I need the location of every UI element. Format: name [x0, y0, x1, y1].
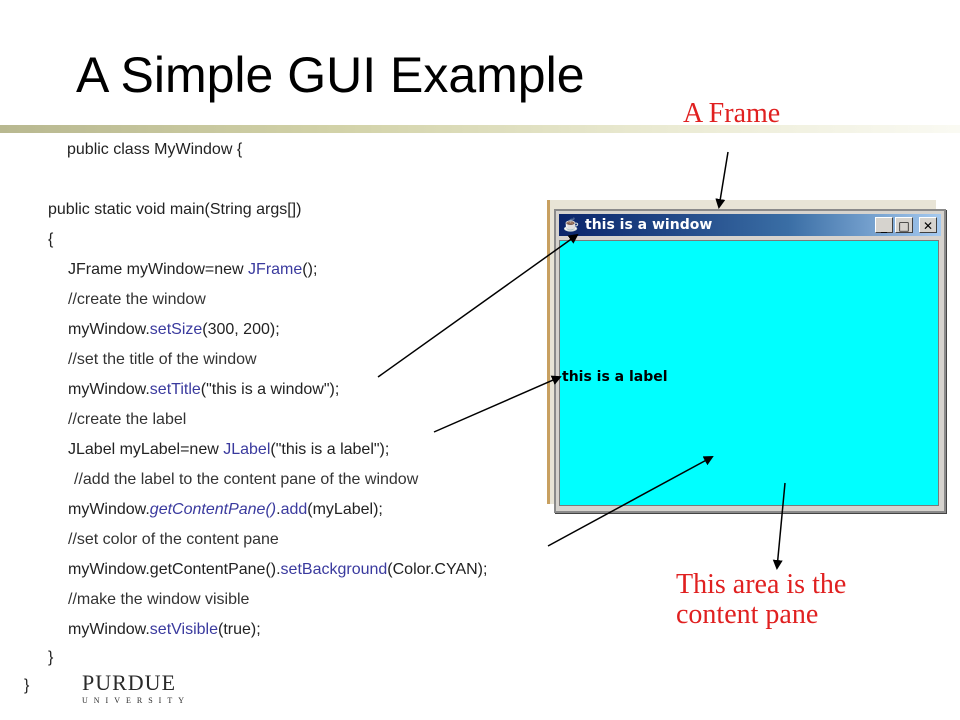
close-button[interactable]: ✕ — [919, 217, 937, 233]
logo-name: PURDUE — [82, 670, 177, 695]
code-line: myWindow.setSize(300, 200); — [68, 321, 280, 338]
code-line: { — [48, 231, 54, 248]
content-pane: this is a label — [559, 240, 939, 506]
code-line: } — [24, 677, 30, 694]
code-line: JLabel myLabel=new JLabel("this is a lab… — [68, 441, 390, 458]
java-window-screenshot: ☕ this is a window _ □ ✕ this is a label — [554, 209, 946, 513]
code-line: myWindow.setTitle("this is a window"); — [68, 381, 340, 398]
code-comment: //set color of the content pane — [68, 531, 279, 548]
logo-sub: UNIVERSITY — [82, 696, 190, 705]
maximize-button[interactable]: □ — [895, 217, 913, 233]
code-comment: //create the window — [68, 291, 206, 308]
minimize-button[interactable]: _ — [875, 217, 893, 233]
content-pane-annotation-line1: This area is the — [676, 569, 847, 600]
jlabel-text: this is a label — [562, 369, 668, 385]
purdue-logo: PURDUE UNIVERSITY — [82, 672, 190, 706]
code-line: JFrame myWindow=new JFrame(); — [68, 261, 318, 278]
code-line: } — [48, 649, 54, 666]
content-pane-annotation-line2: content pane — [676, 599, 819, 630]
content-pane-annotation: This area is the content pane — [676, 570, 846, 630]
frame-arrow — [715, 151, 729, 209]
code-comment: //create the label — [68, 411, 187, 428]
code-comment: //set the title of the window — [68, 351, 257, 368]
code-line: myWindow.setVisible(true); — [68, 621, 261, 638]
window-titlebar[interactable]: ☕ this is a window _ □ ✕ — [559, 214, 941, 236]
java-cup-icon: ☕ — [563, 217, 580, 232]
window-title: this is a window — [585, 217, 713, 233]
code-line: myWindow.getContentPane().setBackground(… — [68, 561, 488, 578]
code-line: public static void main(String args[]) — [48, 201, 302, 218]
code-comment: //make the window visible — [68, 591, 250, 608]
label-arrow — [433, 375, 562, 433]
title-divider — [0, 125, 960, 133]
code-comment: //add the label to the content pane of t… — [74, 471, 419, 488]
slide-title: A Simple GUI Example — [76, 47, 585, 103]
code-line: myWindow.getContentPane().add(myLabel); — [68, 501, 383, 518]
code-line: public class MyWindow { — [67, 141, 243, 158]
frame-annotation: A Frame — [683, 98, 781, 129]
